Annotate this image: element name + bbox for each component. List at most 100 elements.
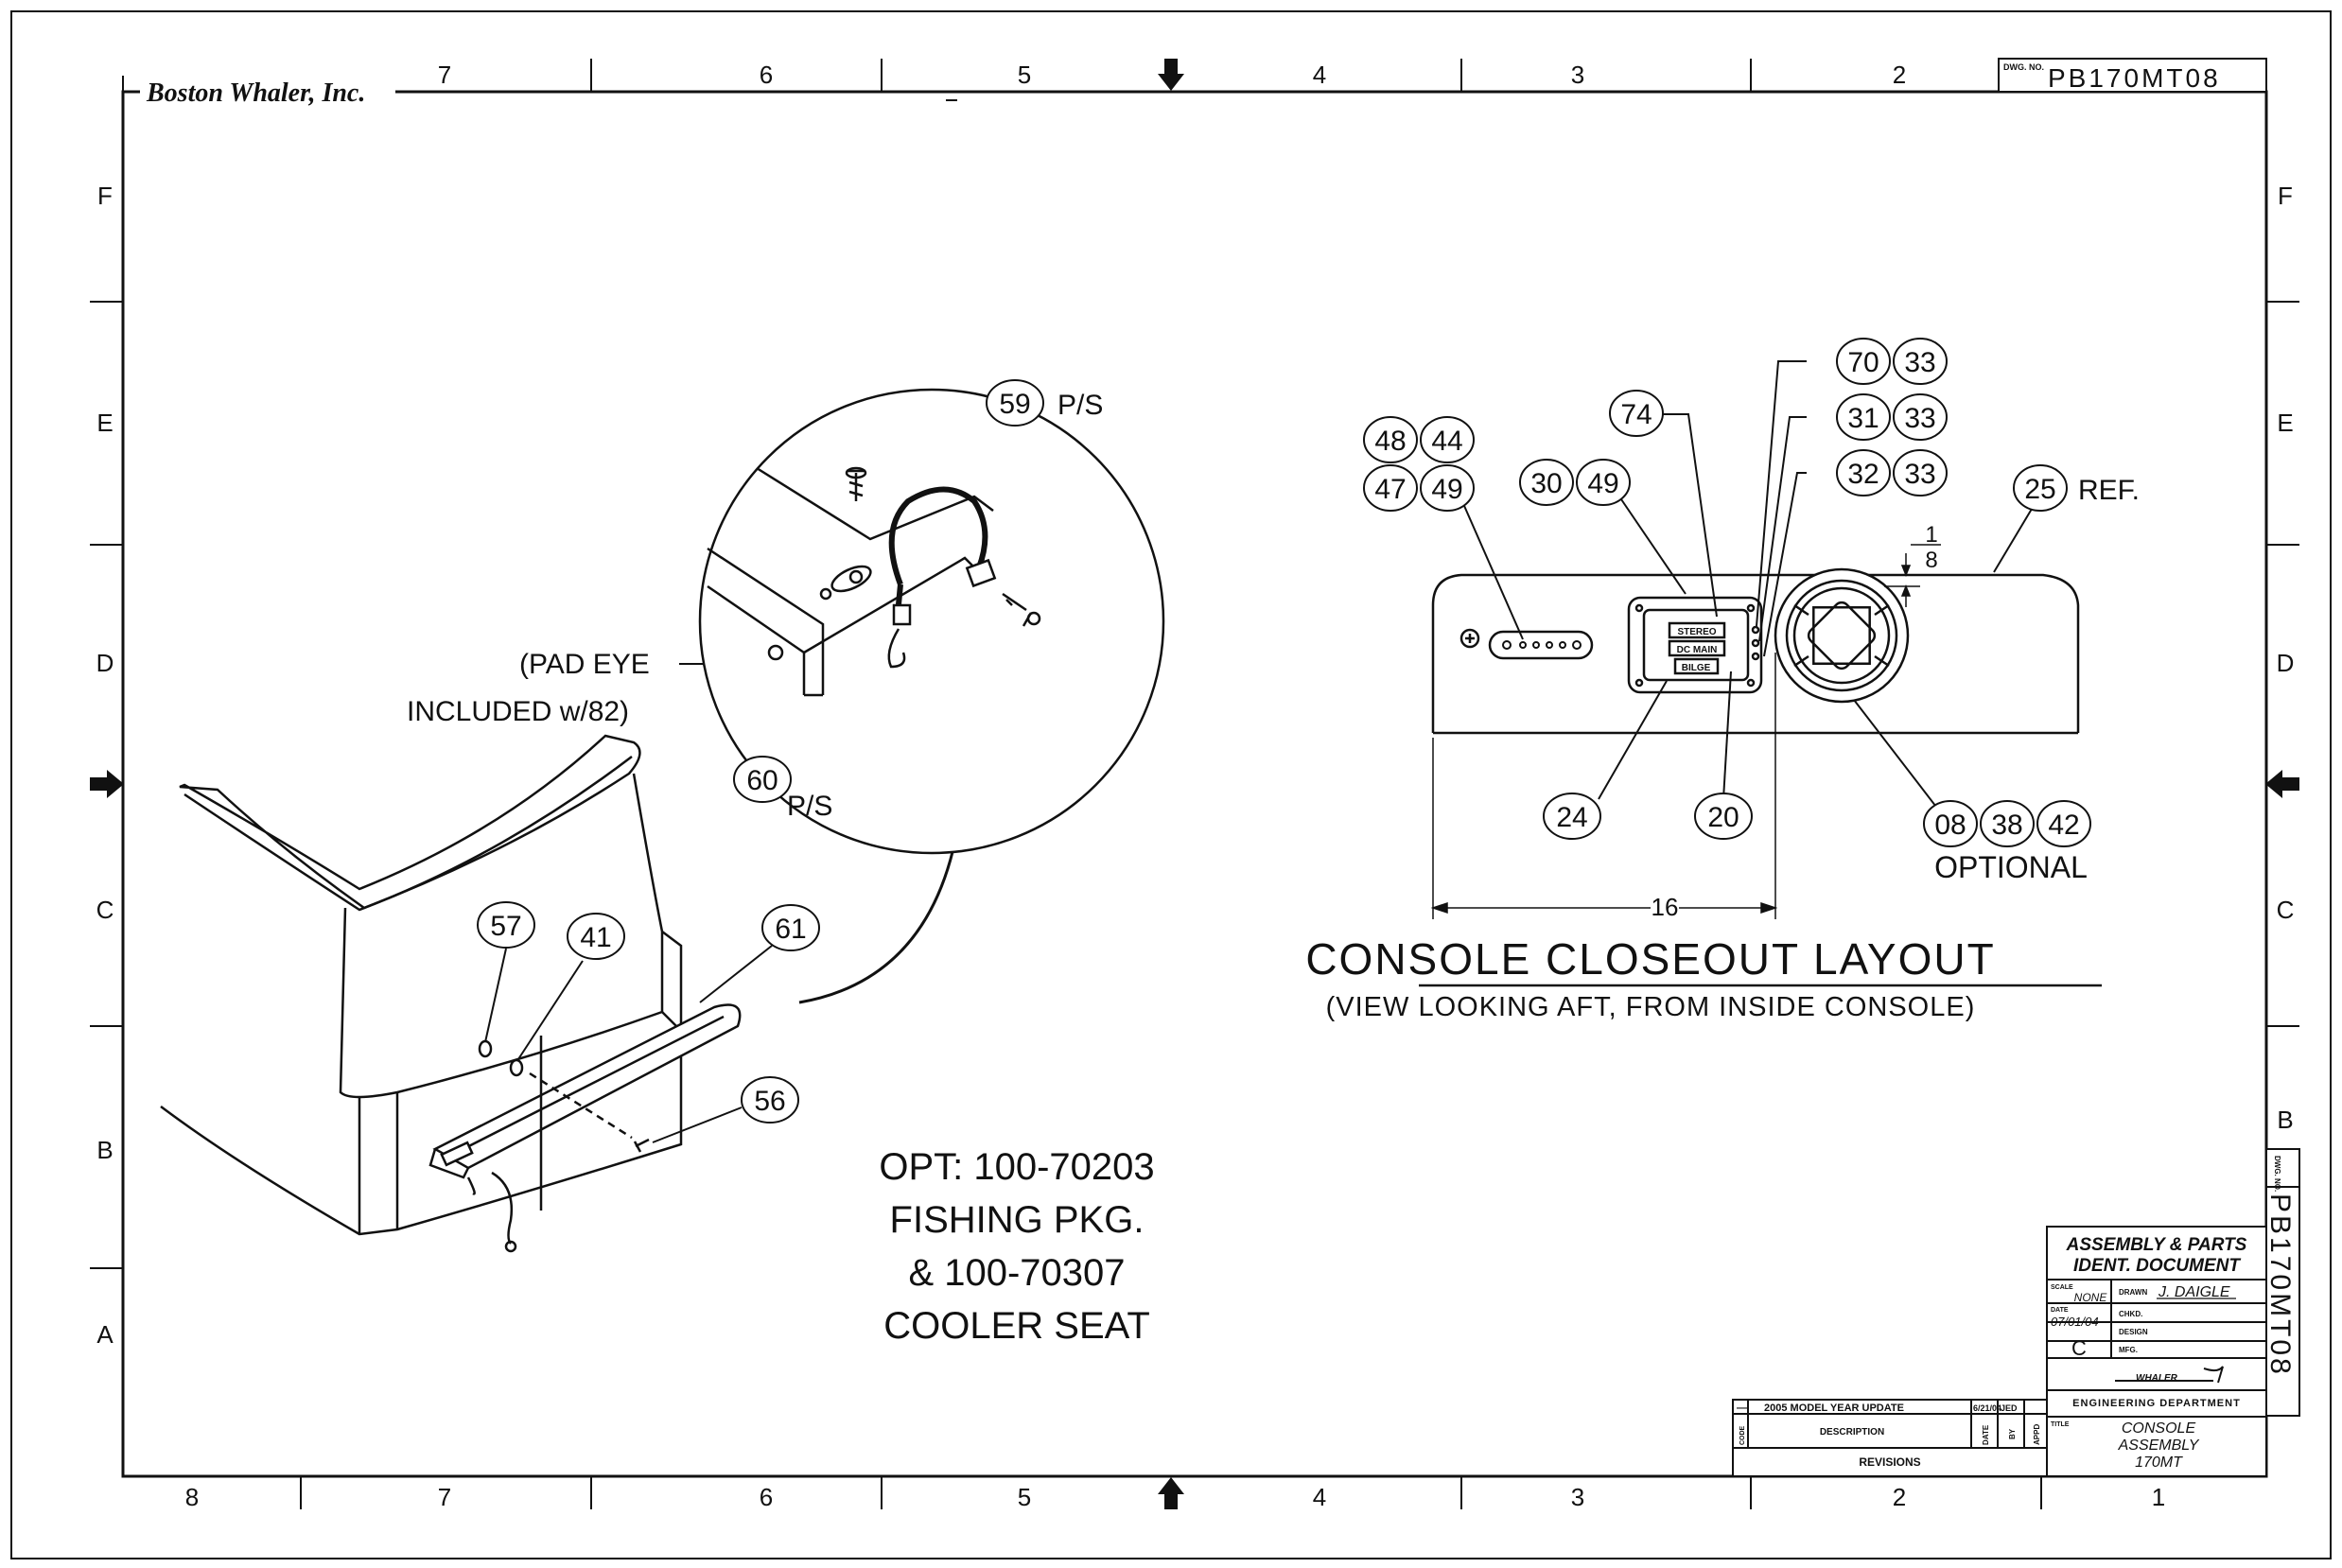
doc-line2: IDENT. DOCUMENT [2073,1256,2241,1276]
top-col-4: 4 [1313,61,1326,89]
callout-42: 42 [2048,810,2079,841]
callout-70: 70 [1847,347,1879,378]
revisions-block [1732,1399,2048,1477]
switch-stereo [1668,621,1726,639]
callout-74: 74 [1620,399,1652,430]
callout-49b: 49 [1587,468,1618,499]
rod-holder-rail [428,1003,742,1253]
callout-44: 44 [1431,426,1462,457]
dimension-16: 16 [1652,893,1679,921]
inner-border [121,90,2268,1478]
title-line3: 170MT [2135,1455,2183,1471]
row-e-right: E [2277,409,2293,437]
date-label: DATE [2051,1307,2069,1314]
row-f-left: F [97,182,113,210]
callout-60: 60 [746,765,778,796]
callout-numbers-right: 48 44 47 49 30 49 74 70 33 31 33 32 33 2… [1374,347,2079,841]
col-date: DATE [1982,1424,1990,1445]
option-line1: OPT: 100-70203 [879,1146,1154,1188]
top-zone-ticks [590,59,2000,92]
right-labels: REF. 1 8 16 OPTIONAL STEREO DC MAIN BILG… [1652,475,2140,921]
top-col-5: 5 [1018,61,1031,89]
option-line3: & 100-70307 [908,1252,1125,1294]
row-d-left: D [96,649,114,677]
fraction-denominator: 8 [1925,548,1937,573]
console-closeout-view [1431,567,2080,735]
callout-60-circle [733,756,792,803]
drawn-value: J. DAIGLE [2158,1284,2230,1300]
dwg-number-top: DWG. NO. PB170MT08 [1998,58,2267,93]
rev-letter: C [2071,1336,2087,1360]
company-name: Boston Whaler, Inc. [146,78,365,108]
callout-59-circle [986,379,1044,427]
callout-61: 61 [775,914,806,945]
fastener-56 [633,1138,650,1153]
title-block-text: ASSEMBLY & PARTS IDENT. DOCUMENT SCALE N… [2051,1156,2296,1471]
callout-56: 56 [754,1086,785,1117]
bottom-col-4: 4 [1313,1483,1326,1511]
callout-41-circle [567,913,625,960]
callout-49a: 49 [1431,474,1462,505]
top-col-6: 6 [760,61,773,89]
callout-33b: 33 [1904,403,1935,434]
option-note: OPT: 100-70203 FISHING PKG. & 100-70307 … [879,1146,1154,1347]
title-label: TITLE [2051,1421,2070,1428]
dept-label: ENGINEERING DEPARTMENT [2072,1398,2241,1409]
detail-arrow [798,812,962,1004]
row-a-left: A [96,1320,114,1349]
bottom-col-7: 7 [438,1483,451,1511]
switch-panel [1627,596,1763,694]
doc-line1: ASSEMBLY & PARTS [2066,1235,2247,1255]
centering-arrows [90,59,2299,1509]
scale-value: NONE [2074,1291,2108,1304]
callout-31: 31 [1847,403,1879,434]
callout-61-circle [761,904,820,951]
row-b-left: B [96,1136,113,1164]
leaders-right [1460,360,2038,824]
pad-eye-detail [698,388,1165,855]
bottom-col-2: 2 [1893,1483,1906,1511]
top-col-2: 2 [1893,61,1906,89]
row-c-left: C [96,896,114,924]
callouts-right [1363,338,2091,847]
mfg-label: MFG. [2119,1346,2138,1354]
fastener-57 [478,1039,493,1058]
ps-label-60: P/S [787,791,832,822]
callout-30: 30 [1530,468,1562,499]
callout-38: 38 [1991,810,2022,841]
callout-24: 24 [1556,802,1587,833]
row-b-right: B [2277,1106,2293,1134]
revision-date: 6/21/04 [1973,1403,2001,1413]
row-c-right: C [2277,896,2295,924]
side-zone-ticks [90,301,2299,1269]
callout-41: 41 [580,922,611,953]
whaler-logo-icon [2115,1366,2224,1384]
callout-33a: 33 [1904,347,1935,378]
revisions-text: — 2005 MODEL YEAR UPDATE 6/21/04 JED DES… [1737,1402,2041,1469]
fraction-numerator: 1 [1925,522,1937,548]
callout-57: 57 [490,911,521,942]
switch-dcmain-label: DC MAIN [1677,645,1718,655]
switch-dc-main [1668,639,1726,657]
callout-57-circle [477,901,535,949]
revisions-heading: REVISIONS [1859,1455,1920,1469]
callout-48: 48 [1374,426,1406,457]
ground-screw-icon [1459,628,1480,649]
callout-numbers-left: 59 60 57 41 61 56 [490,389,1030,1117]
connector-panel [1488,630,1594,660]
outer-border [10,10,2332,1559]
callouts-left [477,379,1044,1124]
row-f-right: F [2278,182,2293,210]
scale-label: SCALE [2051,1284,2073,1291]
cooler-seat-view [160,734,683,1236]
design-label: DESIGN [2119,1328,2148,1336]
zone-labels: 7 6 5 4 3 2 8 7 6 5 4 3 2 1 F E D C B A … [96,61,2295,1511]
ps-label-59: P/S [1057,390,1103,421]
col-appd: APPD [2033,1424,2041,1445]
top-col-7: 7 [438,61,451,89]
bottom-col-5: 5 [1018,1483,1031,1511]
date-value: 07/01/04 [2051,1315,2099,1329]
drawn-label: DRAWN [2119,1288,2147,1297]
callout-08: 08 [1934,810,1966,841]
